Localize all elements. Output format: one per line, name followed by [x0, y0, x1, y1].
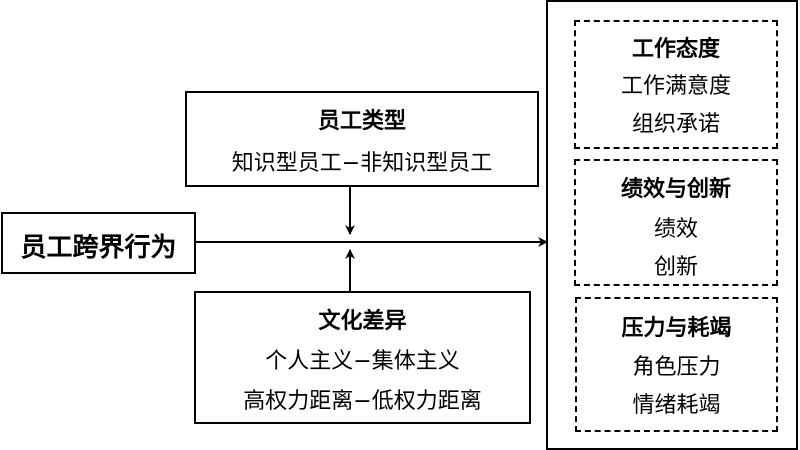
employee-type-box: 员工类型 知识型员工−非知识型员工: [185, 91, 539, 187]
outcome-item: 工作满意度: [620, 74, 731, 99]
outcome-item: 创新: [653, 255, 698, 280]
culture-difference-title: 文化差异: [318, 309, 407, 334]
outcome-group-work-attitude: 工作态度 工作满意度 组织承诺: [574, 20, 778, 149]
outcome-item: 组织承诺: [631, 112, 720, 137]
outcome-group-title: 工作态度: [631, 37, 720, 62]
employee-type-line: 知识型员工−非知识型员工: [231, 151, 493, 176]
employee-type-title: 员工类型: [317, 109, 406, 134]
outcome-group-title: 压力与耗竭: [621, 316, 732, 341]
culture-difference-box: 文化差异 个人主义−集体主义 高权力距离−低权力距离: [194, 291, 531, 424]
outcome-item: 绩效: [653, 217, 698, 242]
outcome-item: 情绪耗竭: [632, 393, 721, 418]
outcome-group-performance-innovation: 绩效与创新 绩效 创新: [574, 159, 778, 286]
outcome-group-title: 绩效与创新: [620, 177, 731, 202]
outcome-item: 角色压力: [632, 355, 721, 380]
antecedent-box: 员工跨界行为: [1, 212, 196, 274]
outcome-group-stress-burnout: 压力与耗竭 角色压力 情绪耗竭: [575, 297, 778, 432]
culture-difference-line-2: 高权力距离−低权力距离: [243, 389, 482, 414]
outcomes-container: [546, 0, 798, 450]
antecedent-title: 员工跨界行为: [20, 233, 177, 263]
culture-difference-line-1: 个人主义−集体主义: [265, 349, 460, 374]
